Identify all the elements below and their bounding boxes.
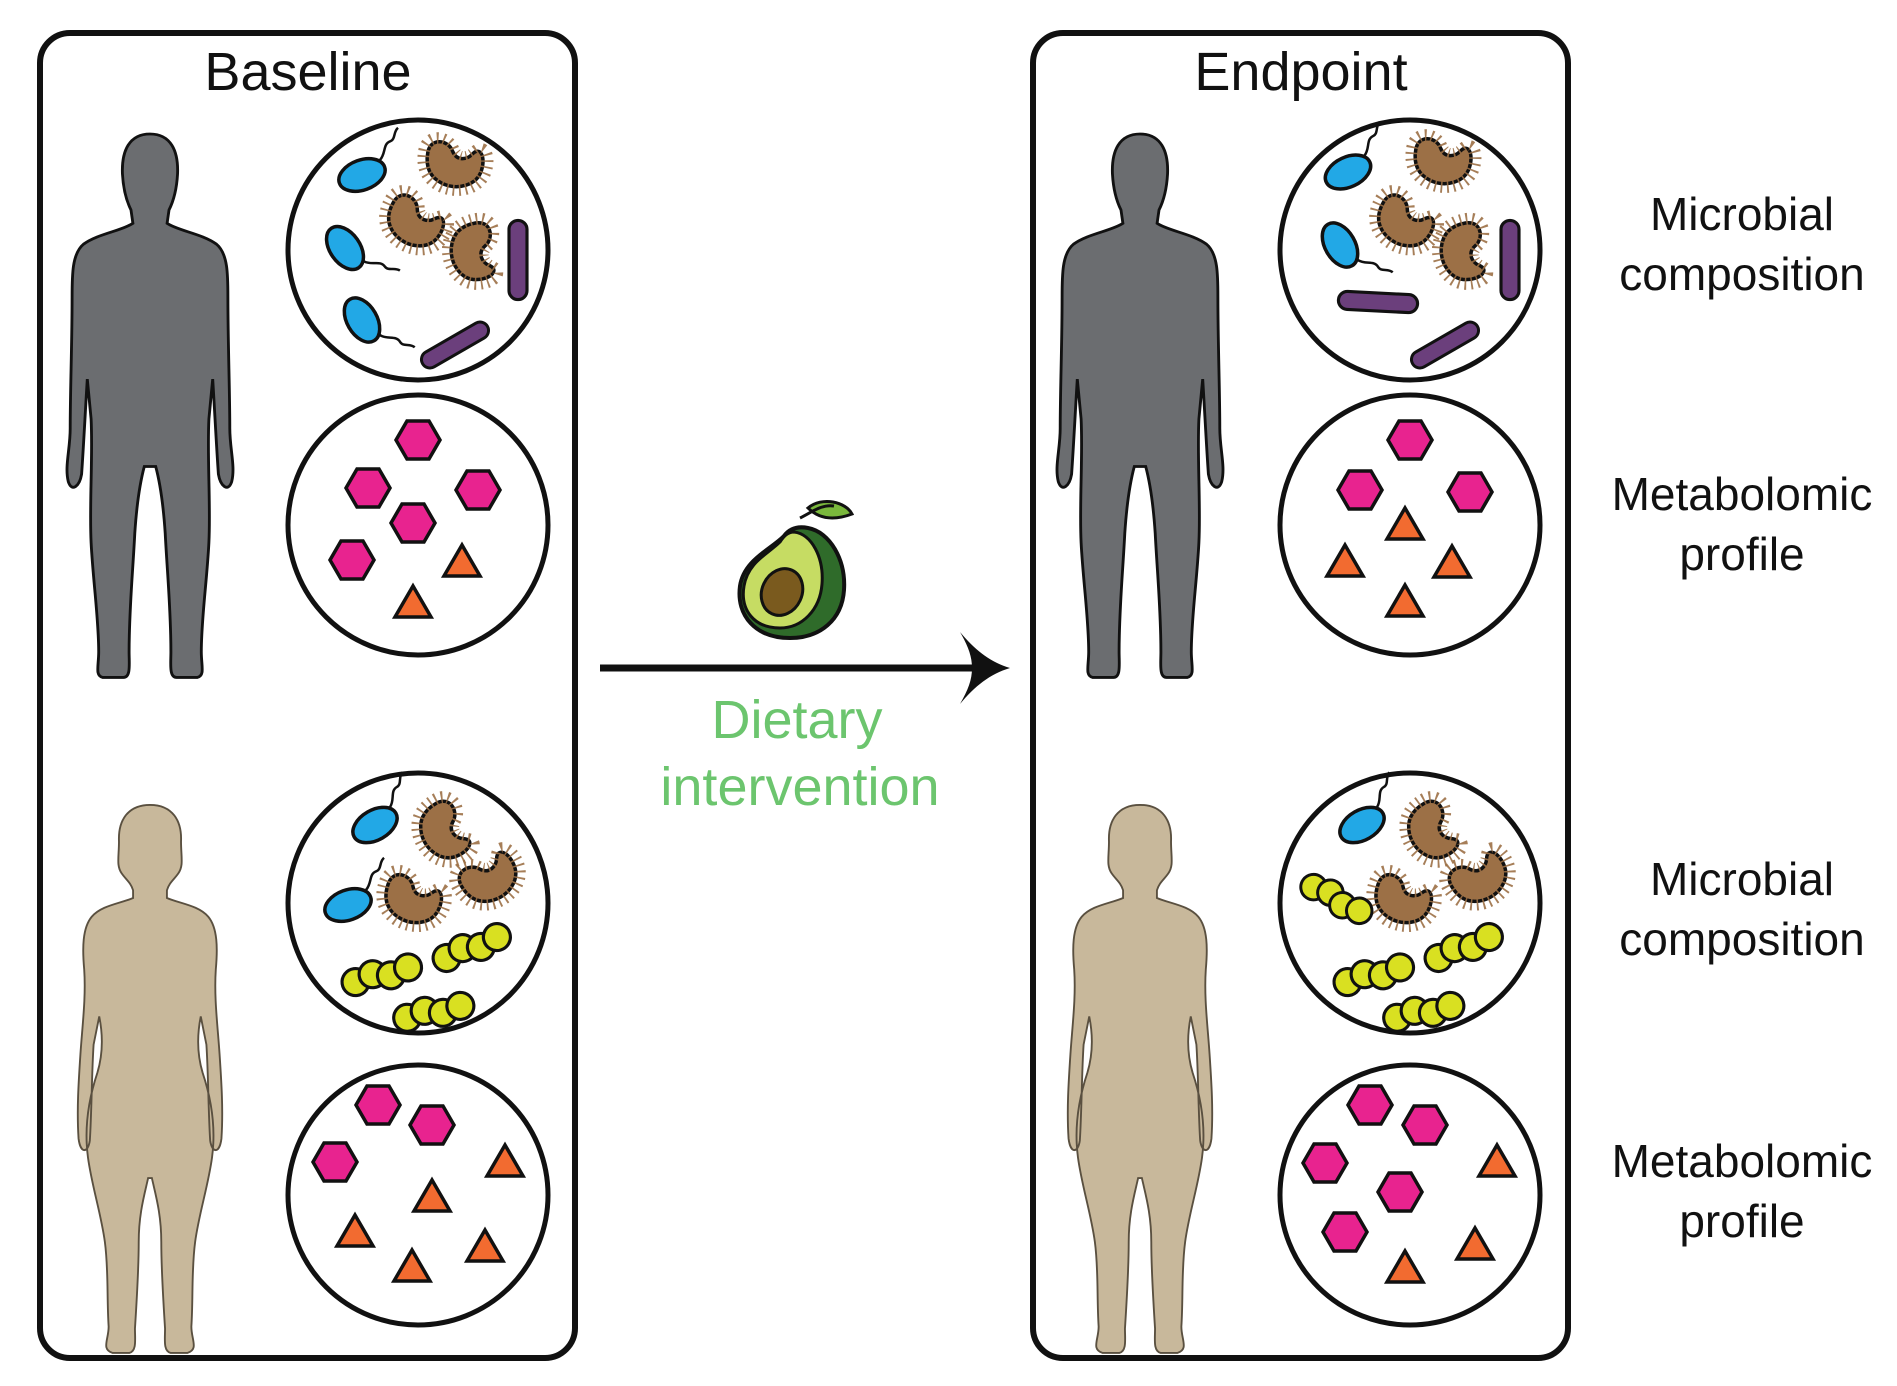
metabolomic-label-line1: Metabolomic (1612, 468, 1873, 520)
microbial-label-line2: composition (1619, 913, 1864, 965)
metabolomic-profile-circle (1277, 1062, 1543, 1328)
side-labels: Microbial composition Metabolomic profil… (1612, 188, 1873, 1247)
microbial-composition-circle (1277, 770, 1543, 1036)
metabolomic-label-line1: Metabolomic (1612, 1135, 1873, 1187)
intervention-label-line1: Dietary (711, 690, 882, 750)
avocado-icon (737, 499, 855, 641)
microbial-composition-circle (1277, 117, 1543, 383)
metabolomic-profile-circle (285, 1062, 551, 1328)
metabolomic-profile-circle (1277, 392, 1543, 658)
endpoint-panel: Endpoint (1030, 30, 1571, 1361)
microbial-label-line1: Microbial (1650, 188, 1834, 240)
intervention-label-line2: intervention (660, 757, 939, 817)
microbial-label-line2: composition (1619, 248, 1864, 300)
microbial-composition-circle (285, 117, 551, 383)
baseline-title: Baseline (204, 42, 411, 102)
metabolomic-label-line2: profile (1679, 1195, 1804, 1247)
microbial-label-line1: Microbial (1650, 853, 1834, 905)
metabolomic-profile-circle (285, 392, 551, 658)
baseline-panel: Baseline (37, 30, 578, 1361)
intervention-section: Dietary intervention (600, 499, 1010, 817)
microbial-composition-circle (285, 770, 551, 1036)
endpoint-title: Endpoint (1194, 42, 1407, 102)
arrow-right-icon (600, 632, 1010, 704)
metabolomic-label-line2: profile (1679, 528, 1804, 580)
